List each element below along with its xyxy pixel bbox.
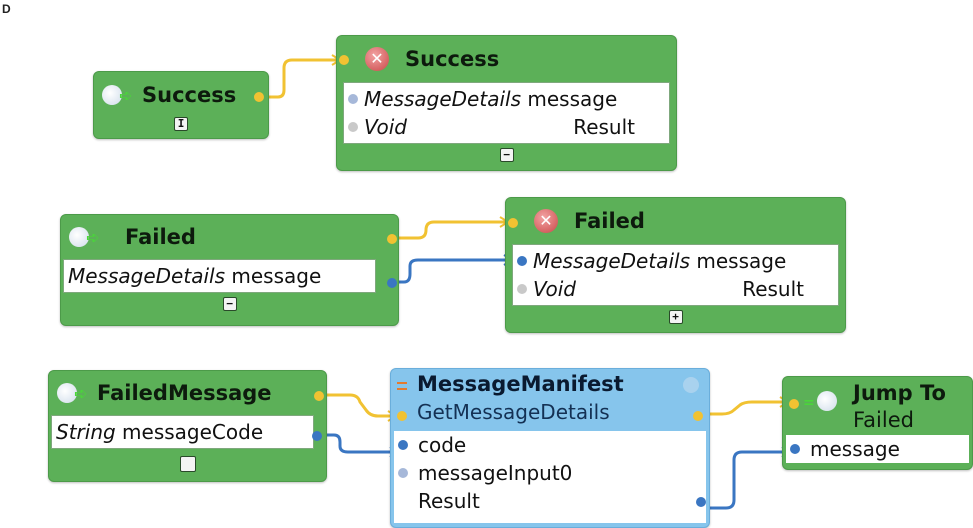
flow-in-port[interactable] bbox=[397, 411, 407, 421]
collapse-toggle[interactable]: I bbox=[174, 117, 188, 131]
param-port[interactable] bbox=[348, 122, 358, 132]
param-row: MessageDetails message bbox=[68, 264, 322, 288]
node-title: FailedMessage bbox=[97, 381, 272, 405]
node-title: Success bbox=[142, 83, 237, 107]
flow-wire-failedmessage bbox=[318, 393, 396, 418]
menu-icon[interactable] bbox=[397, 382, 407, 390]
result-row: Result bbox=[394, 487, 706, 515]
param-row-messageinput0: messageInput0 bbox=[394, 459, 706, 487]
jump-target: Failed bbox=[853, 408, 914, 432]
jump-to-node[interactable]: = Jump To Failed message bbox=[782, 376, 973, 470]
param-row: String messageCode bbox=[56, 420, 264, 444]
success-start-node[interactable]: ➪ Success I bbox=[93, 71, 269, 139]
param-port[interactable] bbox=[348, 94, 358, 104]
end-event-icon: ✕ bbox=[534, 209, 558, 233]
node-title: Failed bbox=[125, 225, 196, 249]
parameter-list: message bbox=[786, 435, 969, 463]
param-port[interactable] bbox=[517, 256, 527, 266]
failedmessage-start-node[interactable]: ➪ FailedMessage String messageCode bbox=[48, 370, 327, 482]
node-title: Jump To bbox=[853, 381, 946, 405]
param-row: MessageDetails message bbox=[348, 85, 665, 113]
flow-in-port[interactable] bbox=[789, 399, 799, 409]
data-wire-result bbox=[696, 450, 790, 510]
flow-out-port[interactable] bbox=[387, 234, 397, 244]
end-event-icon: ✕ bbox=[365, 47, 389, 71]
flow-wire-manifest bbox=[696, 400, 788, 416]
status-indicator-icon bbox=[683, 377, 699, 393]
result-port[interactable] bbox=[696, 497, 706, 507]
collapse-toggle[interactable]: − bbox=[222, 297, 237, 311]
message-manifest-node[interactable]: MessageManifest GetMessageDetails code m… bbox=[390, 368, 710, 528]
node-subtitle: GetMessageDetails bbox=[417, 400, 610, 424]
data-out-port[interactable] bbox=[312, 431, 322, 441]
flow-out-port[interactable] bbox=[254, 92, 264, 102]
parameter-list: String messageCode bbox=[51, 415, 314, 449]
node-title: Success bbox=[405, 47, 500, 71]
param-row: MessageDetails message bbox=[517, 247, 834, 275]
failed-start-node[interactable]: ➪ Failed MessageDetails message − bbox=[60, 214, 399, 326]
flow-out-port[interactable] bbox=[314, 391, 324, 401]
jump-icon: = bbox=[803, 395, 815, 411]
param-port[interactable] bbox=[398, 440, 408, 450]
flow-in-port[interactable] bbox=[339, 55, 349, 65]
start-event-icon: ➪ bbox=[57, 381, 91, 405]
flow-wire-success bbox=[262, 58, 340, 99]
expand-toggle[interactable]: + bbox=[668, 310, 683, 324]
collapse-toggle[interactable]: − bbox=[499, 148, 514, 162]
flow-wire-failed bbox=[392, 220, 508, 240]
node-title: Failed bbox=[574, 209, 645, 233]
data-out-port[interactable] bbox=[387, 278, 397, 288]
parameter-list: MessageDetails message bbox=[63, 259, 376, 293]
start-event-icon: ➪ bbox=[69, 225, 103, 249]
param-port[interactable] bbox=[517, 284, 527, 294]
node-title: MessageManifest bbox=[417, 372, 624, 396]
data-wire-message-code bbox=[316, 433, 398, 454]
param-row-code: code bbox=[394, 431, 706, 459]
param-port[interactable] bbox=[398, 468, 408, 478]
param-port[interactable] bbox=[790, 444, 800, 454]
param-row: message bbox=[786, 435, 969, 463]
start-event-icon: ➪ bbox=[102, 83, 136, 107]
flow-in-port[interactable] bbox=[508, 218, 518, 228]
collapse-toggle[interactable] bbox=[179, 456, 196, 472]
data-wire-failed-message bbox=[392, 258, 512, 284]
jump-target-icon bbox=[817, 391, 837, 411]
flow-out-port[interactable] bbox=[693, 411, 703, 421]
figure-label: D bbox=[2, 2, 11, 16]
parameter-list: code messageInput0 Result bbox=[394, 431, 706, 523]
